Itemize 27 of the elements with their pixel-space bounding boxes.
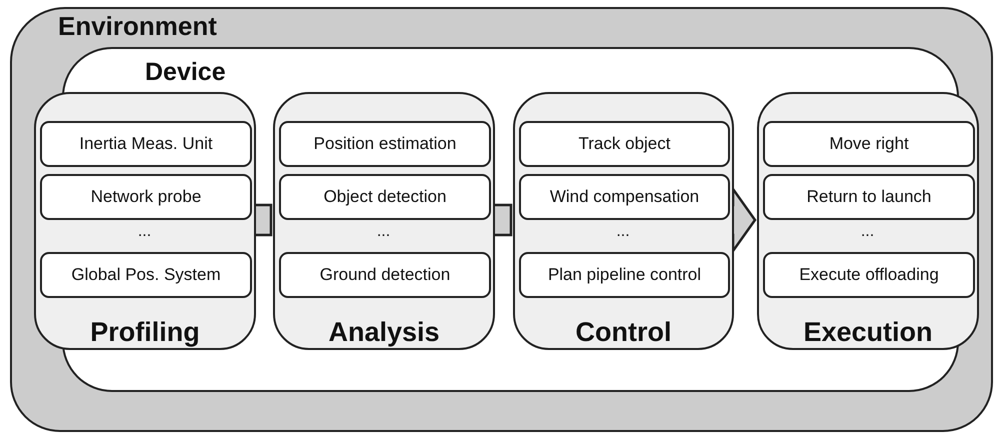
component-box: Inertia Meas. Unit [40,121,252,167]
stage-title: Profiling [89,319,201,346]
ellipsis-text: ... [138,224,152,240]
component-box: Wind compensation [519,174,730,220]
panel-title: Environment [58,13,217,39]
component-box: Global Pos. System [40,252,252,298]
component-box: Ground detection [279,252,491,298]
component-box: Network probe [40,174,252,220]
component-box: Position estimation [279,121,491,167]
stage-column [34,92,256,350]
ellipsis-text: ... [860,224,874,240]
component-box: Return to launch [763,174,975,220]
stage-title: Analysis [327,319,441,346]
environment-panel [10,7,993,432]
component-box: Execute offloading [763,252,975,298]
component-box: Move right [763,121,975,167]
ellipsis-text: ... [616,224,630,240]
stage-title: Execution [802,319,934,346]
ellipsis-text: ... [376,224,390,240]
component-box: Object detection [279,174,491,220]
stage-column [757,92,979,350]
component-box: Plan pipeline control [519,252,730,298]
stage-column [513,92,734,350]
stage-column [273,92,495,350]
panel-title: Device [145,60,226,85]
component-box: Track object [519,121,730,167]
stage-title: Control [574,319,672,346]
